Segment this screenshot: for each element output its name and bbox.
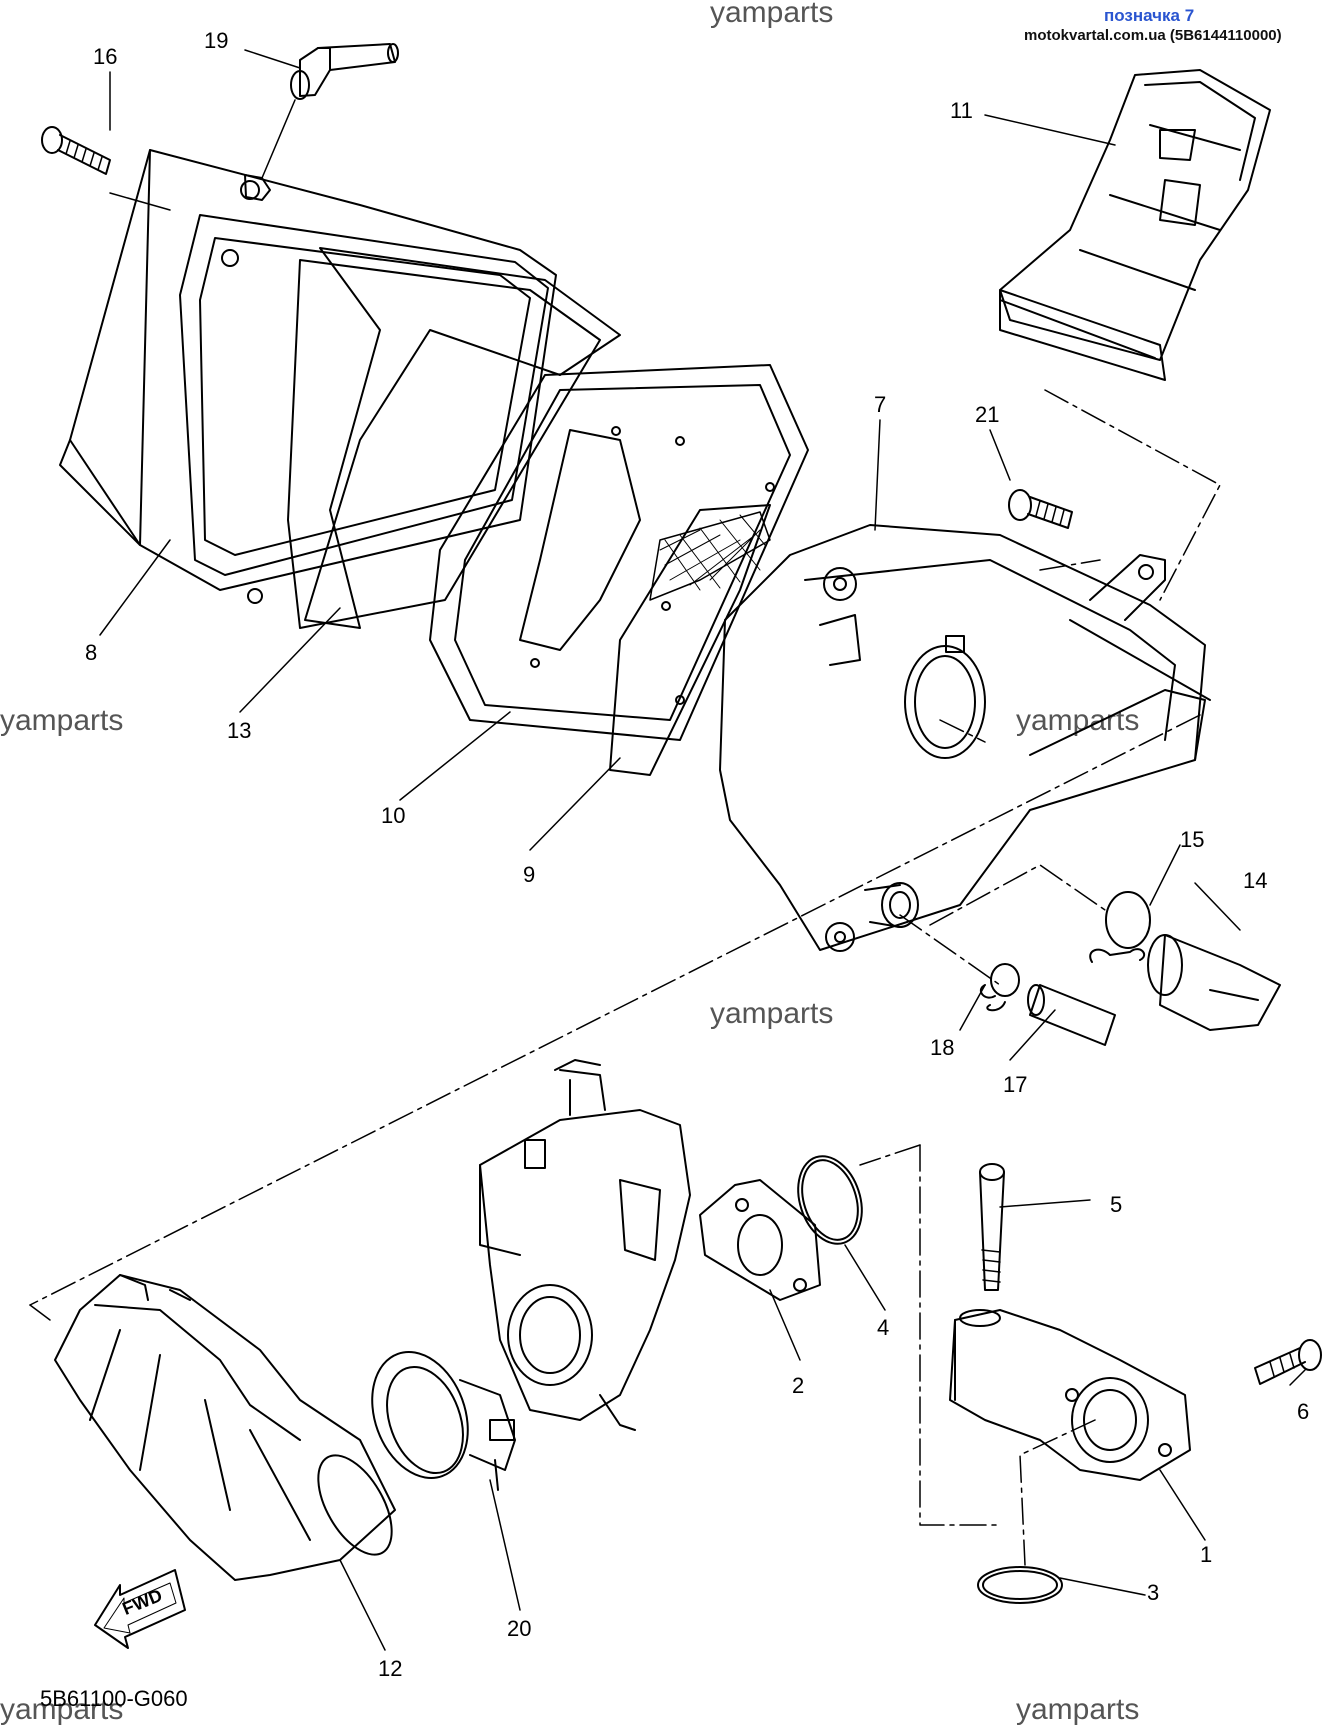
part-label-14: 14 — [1243, 868, 1268, 893]
watermark-bottom-left: yamparts — [0, 1693, 124, 1726]
page-title: позначка 7 — [1104, 6, 1195, 25]
part-label-3: 3 — [1147, 1580, 1160, 1605]
bolt-6 — [1254, 1339, 1322, 1385]
watermark-left: yamparts — [0, 704, 124, 737]
clip-15 — [1089, 891, 1151, 963]
site-caption: motokvartal.com.ua (5B6144110000) — [1024, 27, 1282, 44]
part-label-5: 5 — [1110, 1192, 1123, 1217]
drain-cap — [1147, 934, 1281, 1031]
watermark-bottom-right: yamparts — [1016, 1693, 1140, 1726]
hose-19 — [290, 43, 399, 100]
part-label-21: 21 — [975, 402, 1000, 427]
part-label-9: 9 — [523, 862, 536, 887]
part-label-4: 4 — [877, 1315, 890, 1340]
part-label-8: 8 — [85, 640, 98, 665]
drain-plug — [1027, 984, 1116, 1046]
part-label-15: 15 — [1180, 827, 1205, 852]
bolt-21 — [1008, 489, 1073, 529]
part-label-11: 11 — [950, 98, 973, 123]
screw-16 — [41, 126, 111, 175]
part-label-7: 7 — [874, 392, 887, 417]
long-bolt-5 — [979, 1163, 1005, 1291]
part-label-19: 19 — [204, 28, 229, 53]
part-label-6: 6 — [1297, 1399, 1310, 1424]
gasket — [287, 247, 621, 629]
part-label-1: 1 — [1200, 1542, 1213, 1567]
hose-clamp — [371, 1351, 516, 1491]
watermark-middle: yamparts — [710, 997, 834, 1030]
insulator-gasket — [699, 1179, 821, 1301]
part-label-2: 2 — [792, 1373, 805, 1398]
clip-18 — [979, 963, 1020, 1012]
drawing-reference: 5B61100-G060 — [40, 1686, 188, 1711]
part-label-18: 18 — [930, 1035, 955, 1060]
carburetor — [479, 1059, 691, 1431]
air-filter-case-cover — [59, 149, 557, 604]
part-label-10: 10 — [381, 803, 406, 828]
leader-lines — [99, 49, 1306, 1651]
carburetor-joint — [54, 1274, 396, 1581]
air-filter-element — [609, 504, 771, 776]
connection-lines — [29, 389, 1221, 1566]
part-label-16: 16 — [93, 44, 118, 69]
part-label-12: 12 — [378, 1656, 403, 1681]
part-label-17: 17 — [1003, 1072, 1028, 1097]
air-filter-case — [719, 524, 1211, 952]
intake-manifold — [949, 1309, 1191, 1481]
part-label-20: 20 — [507, 1616, 532, 1641]
fwd-arrow-icon — [94, 1569, 186, 1649]
intake-joint — [999, 69, 1271, 381]
watermark-top: yamparts — [710, 0, 834, 29]
o-ring-3 — [977, 1566, 1063, 1604]
part-label-13: 13 — [227, 718, 252, 743]
o-ring-4 — [797, 1155, 863, 1245]
element-frame — [429, 364, 809, 741]
